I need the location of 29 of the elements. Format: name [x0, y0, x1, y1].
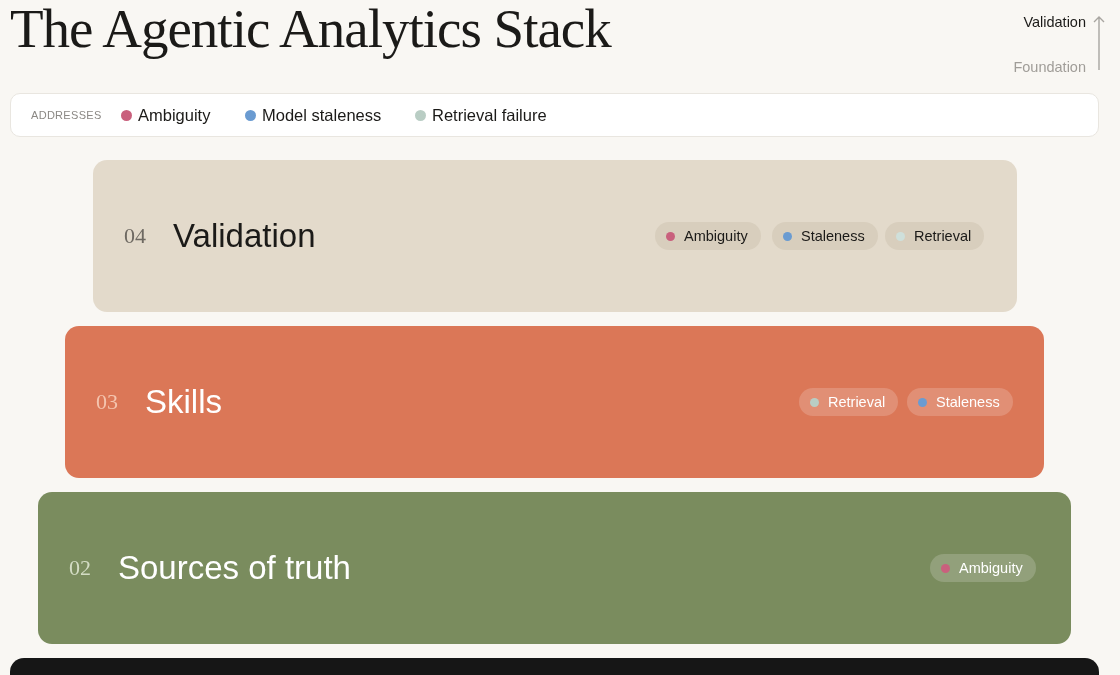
layer-number: 03 [96, 389, 118, 415]
tag-pill [930, 554, 1036, 582]
diagram-title: The Agentic Analytics Stack [10, 0, 611, 61]
tag-label: Ambiguity [959, 559, 1023, 577]
legend-label: Model staleness [262, 105, 382, 125]
layer-number: 02 [69, 555, 91, 581]
axis-label: Foundation [1013, 58, 1086, 76]
layer-band [10, 658, 1099, 675]
layer-band [38, 492, 1071, 644]
layer-band [93, 160, 1017, 312]
layer-title: Validation [173, 216, 316, 256]
layer-number: 04 [124, 223, 146, 249]
layer-title: Skills [145, 382, 222, 422]
tag-label: Retrieval [828, 393, 886, 411]
tag-label: Staleness [936, 393, 1000, 411]
legend-label: Ambiguity [138, 105, 211, 125]
tag-pill [907, 388, 1013, 416]
tag-pill [885, 222, 985, 250]
tag-pill [772, 222, 878, 250]
legend-heading: ADDRESSES [31, 108, 102, 122]
tag-label: Ambiguity [684, 227, 748, 245]
legend-label: Retrieval failure [432, 105, 547, 125]
tag-label: Retrieval [914, 227, 972, 245]
layer-title: Sources of truth [118, 548, 351, 588]
layer-band [65, 326, 1044, 478]
tag-pill [655, 222, 761, 250]
tag-pill [799, 388, 899, 416]
axis-label: Validation [1023, 13, 1086, 31]
tag-label: Staleness [801, 227, 865, 245]
